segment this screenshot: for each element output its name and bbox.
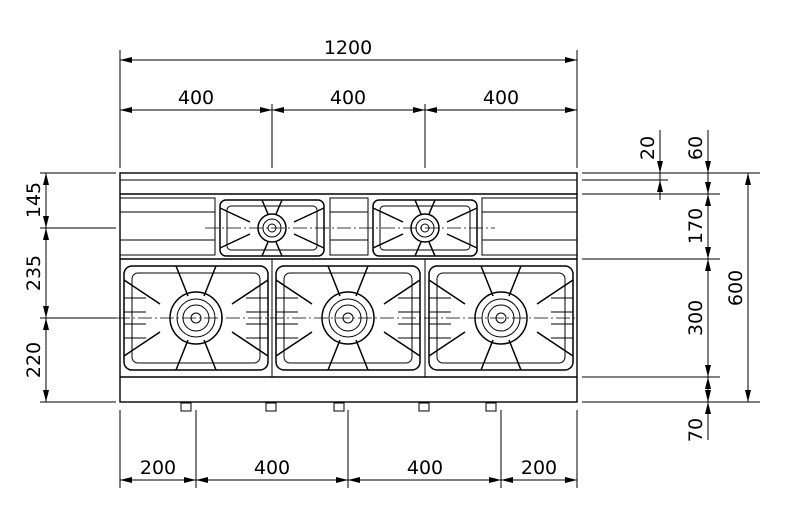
dimension-labels: 1200 400 400 400 200 400 400 200 145 235… [23, 37, 747, 479]
knob [333, 402, 345, 412]
dim-right-20: 20 [637, 136, 659, 160]
dim-bottom-width-2: 400 [254, 457, 290, 479]
vertical-dimension-lines [43, 161, 751, 414]
dim-overall-width: 1200 [324, 37, 372, 59]
knob [485, 402, 497, 412]
dim-top-width-3: 400 [483, 87, 519, 109]
knob [265, 402, 277, 412]
knob [418, 402, 430, 412]
dim-top-width-1: 400 [178, 87, 214, 109]
dim-right-70: 70 [685, 418, 707, 442]
dim-left-depth-3: 220 [23, 342, 45, 378]
dim-right-300: 300 [685, 300, 707, 336]
dim-right-600: 600 [725, 270, 747, 306]
knob [180, 402, 192, 412]
dim-right-60: 60 [685, 136, 707, 160]
dim-bottom-width-3: 400 [407, 457, 443, 479]
dim-right-170: 170 [685, 208, 707, 244]
horizontal-dimension-lines [120, 57, 577, 483]
centerlines [50, 227, 577, 319]
dim-left-depth-1: 145 [23, 182, 45, 218]
dim-bottom-width-1: 200 [140, 457, 176, 479]
stove-body [119, 172, 578, 403]
extension-lines [40, 50, 760, 488]
control-knobs [180, 402, 497, 412]
dim-left-depth-2: 235 [23, 255, 45, 291]
dim-top-width-2: 400 [330, 87, 366, 109]
dim-bottom-width-4: 200 [521, 457, 557, 479]
